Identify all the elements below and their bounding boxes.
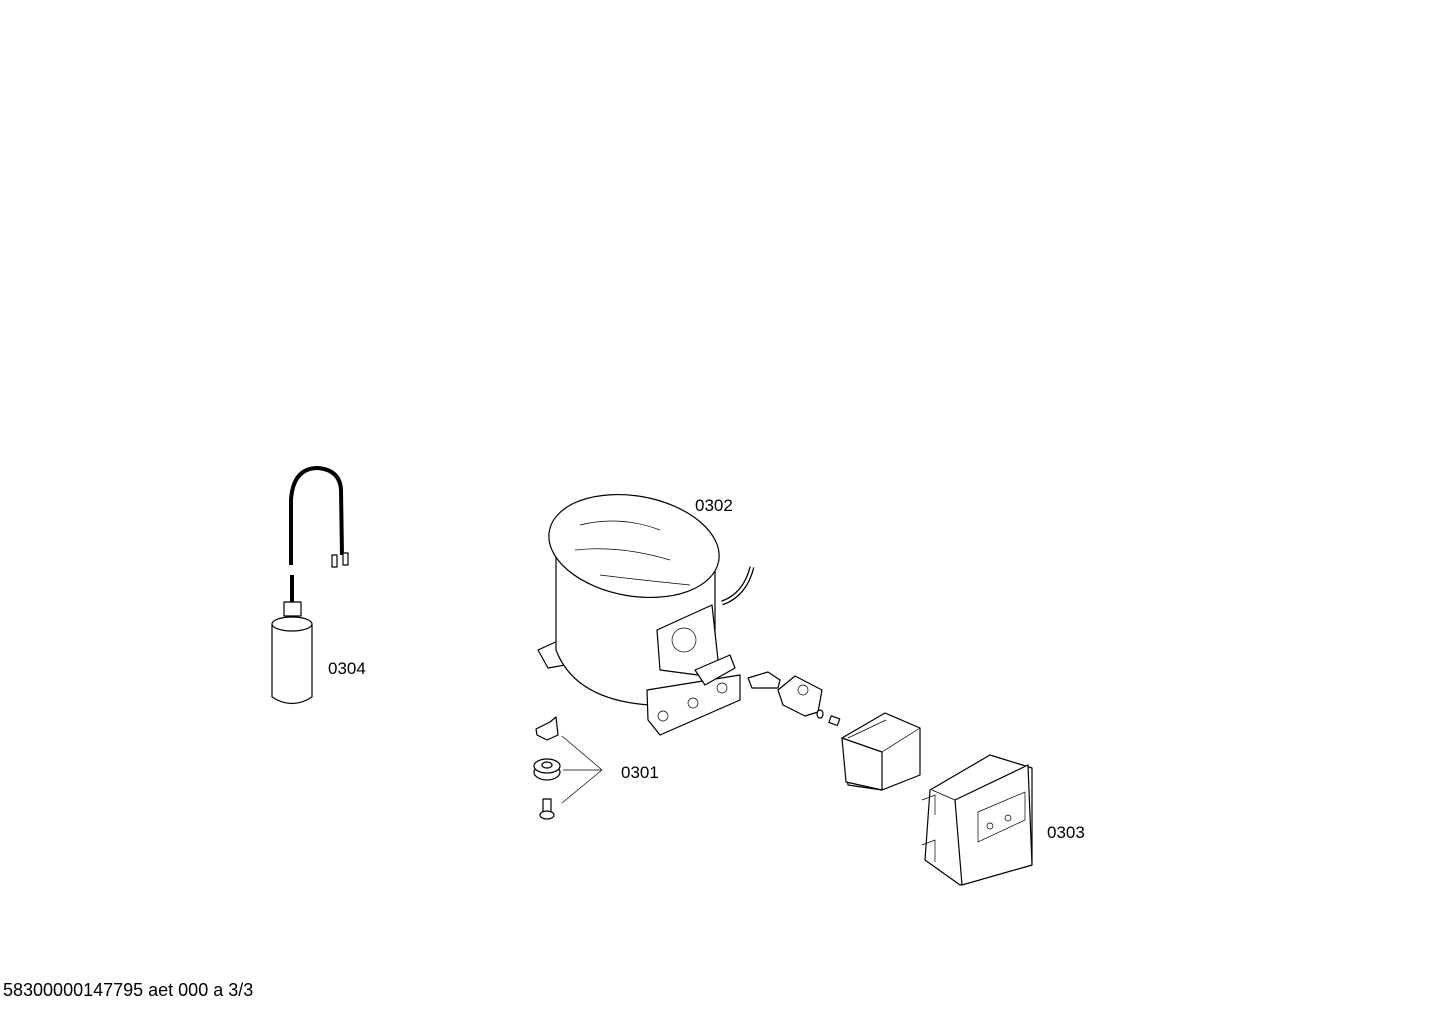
relay-cover	[841, 712, 921, 791]
relay-parts	[747, 671, 841, 727]
document-code: 58300000147795 aet 000 a 3/3	[3, 980, 254, 1000]
label-0302: 0302	[695, 496, 733, 515]
label-0301: 0301	[621, 763, 659, 782]
label-0303: 0303	[1047, 823, 1085, 842]
label-0304: 0304	[328, 659, 366, 678]
part-0302-compressor	[537, 493, 755, 736]
part-0304-capacitor	[271, 465, 349, 705]
part-0303-terminal-box	[921, 754, 1033, 886]
part-0301-mounting-kit	[533, 716, 603, 820]
